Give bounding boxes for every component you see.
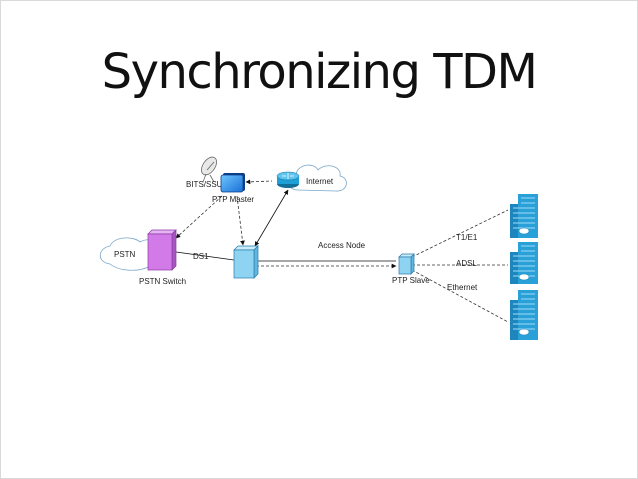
access-node-label: Access Node <box>318 241 366 250</box>
ptp-slave-device <box>398 253 415 275</box>
link-master-router <box>245 179 273 185</box>
pstn-switch-device <box>147 229 177 271</box>
link-master-access-node <box>236 195 245 246</box>
ptp-master-label: PTP Master <box>212 195 254 204</box>
ptp-slave-label: PTP Slave <box>392 276 430 285</box>
t1e1-label: T1/E1 <box>456 233 478 242</box>
ethernet-label: Ethernet <box>447 283 478 292</box>
slide-title: Synchronizing TDM <box>101 44 538 100</box>
pstn-switch-label: PSTN Switch <box>139 277 186 286</box>
link-ds1 <box>175 251 235 261</box>
ds1-label: DS1 <box>193 252 209 261</box>
bits-ssu-label: BITS/SSU <box>186 180 223 189</box>
office-building-icon <box>510 242 538 284</box>
link-t1e1 <box>411 209 509 258</box>
internet-label: Internet <box>306 177 334 186</box>
access-node-device <box>233 245 259 279</box>
link-router-access-node <box>254 189 289 247</box>
link-ethernet <box>411 269 509 323</box>
office-building-icon <box>510 290 538 340</box>
pstn-label: PSTN <box>114 250 136 259</box>
adsl-label: ADSL <box>456 259 477 268</box>
ptp-master-device <box>220 173 245 193</box>
link-master-pstn-switch <box>175 195 223 239</box>
router-icon <box>276 171 300 188</box>
satellite-dish-icon <box>201 156 217 183</box>
connections <box>175 179 509 323</box>
office-building-icon <box>510 194 538 238</box>
